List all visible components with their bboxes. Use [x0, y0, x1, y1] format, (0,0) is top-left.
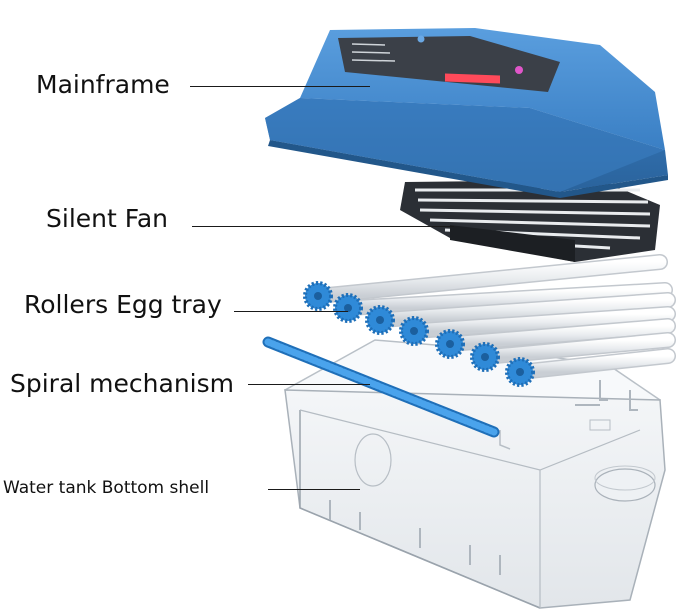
silent-fan: [400, 180, 660, 262]
control-panel: [338, 35, 560, 92]
label-water-tank-bottom-shell: Water tank Bottom shell: [3, 478, 210, 498]
gear-3: [365, 305, 395, 335]
leader-line-silent-fan: [192, 226, 454, 227]
leader-line-rollers-egg-tray: [234, 311, 348, 312]
label-mainframe: Mainframe: [36, 70, 170, 99]
gear-2: [333, 293, 363, 323]
gear-7: [505, 357, 535, 387]
gear-6: [470, 342, 500, 372]
label-silent-fan: Silent Fan: [46, 204, 168, 233]
label-rollers-egg-tray: Rollers Egg tray: [24, 290, 222, 319]
gear-1: [303, 281, 333, 311]
label-spiral-mechanism: Spiral mechanism: [10, 369, 234, 398]
spiral-rod: [262, 336, 500, 438]
gear-5: [435, 329, 465, 359]
water-tank-bottom-shell: [283, 339, 666, 609]
roller-gears: [303, 281, 535, 387]
gear-4: [399, 316, 429, 346]
leader-line-water-tank: [268, 489, 360, 490]
mainframe-lid: [265, 28, 668, 198]
leader-line-spiral-mechanism: [248, 384, 370, 385]
leader-line-mainframe: [190, 86, 370, 87]
roller-rods: [310, 254, 676, 380]
